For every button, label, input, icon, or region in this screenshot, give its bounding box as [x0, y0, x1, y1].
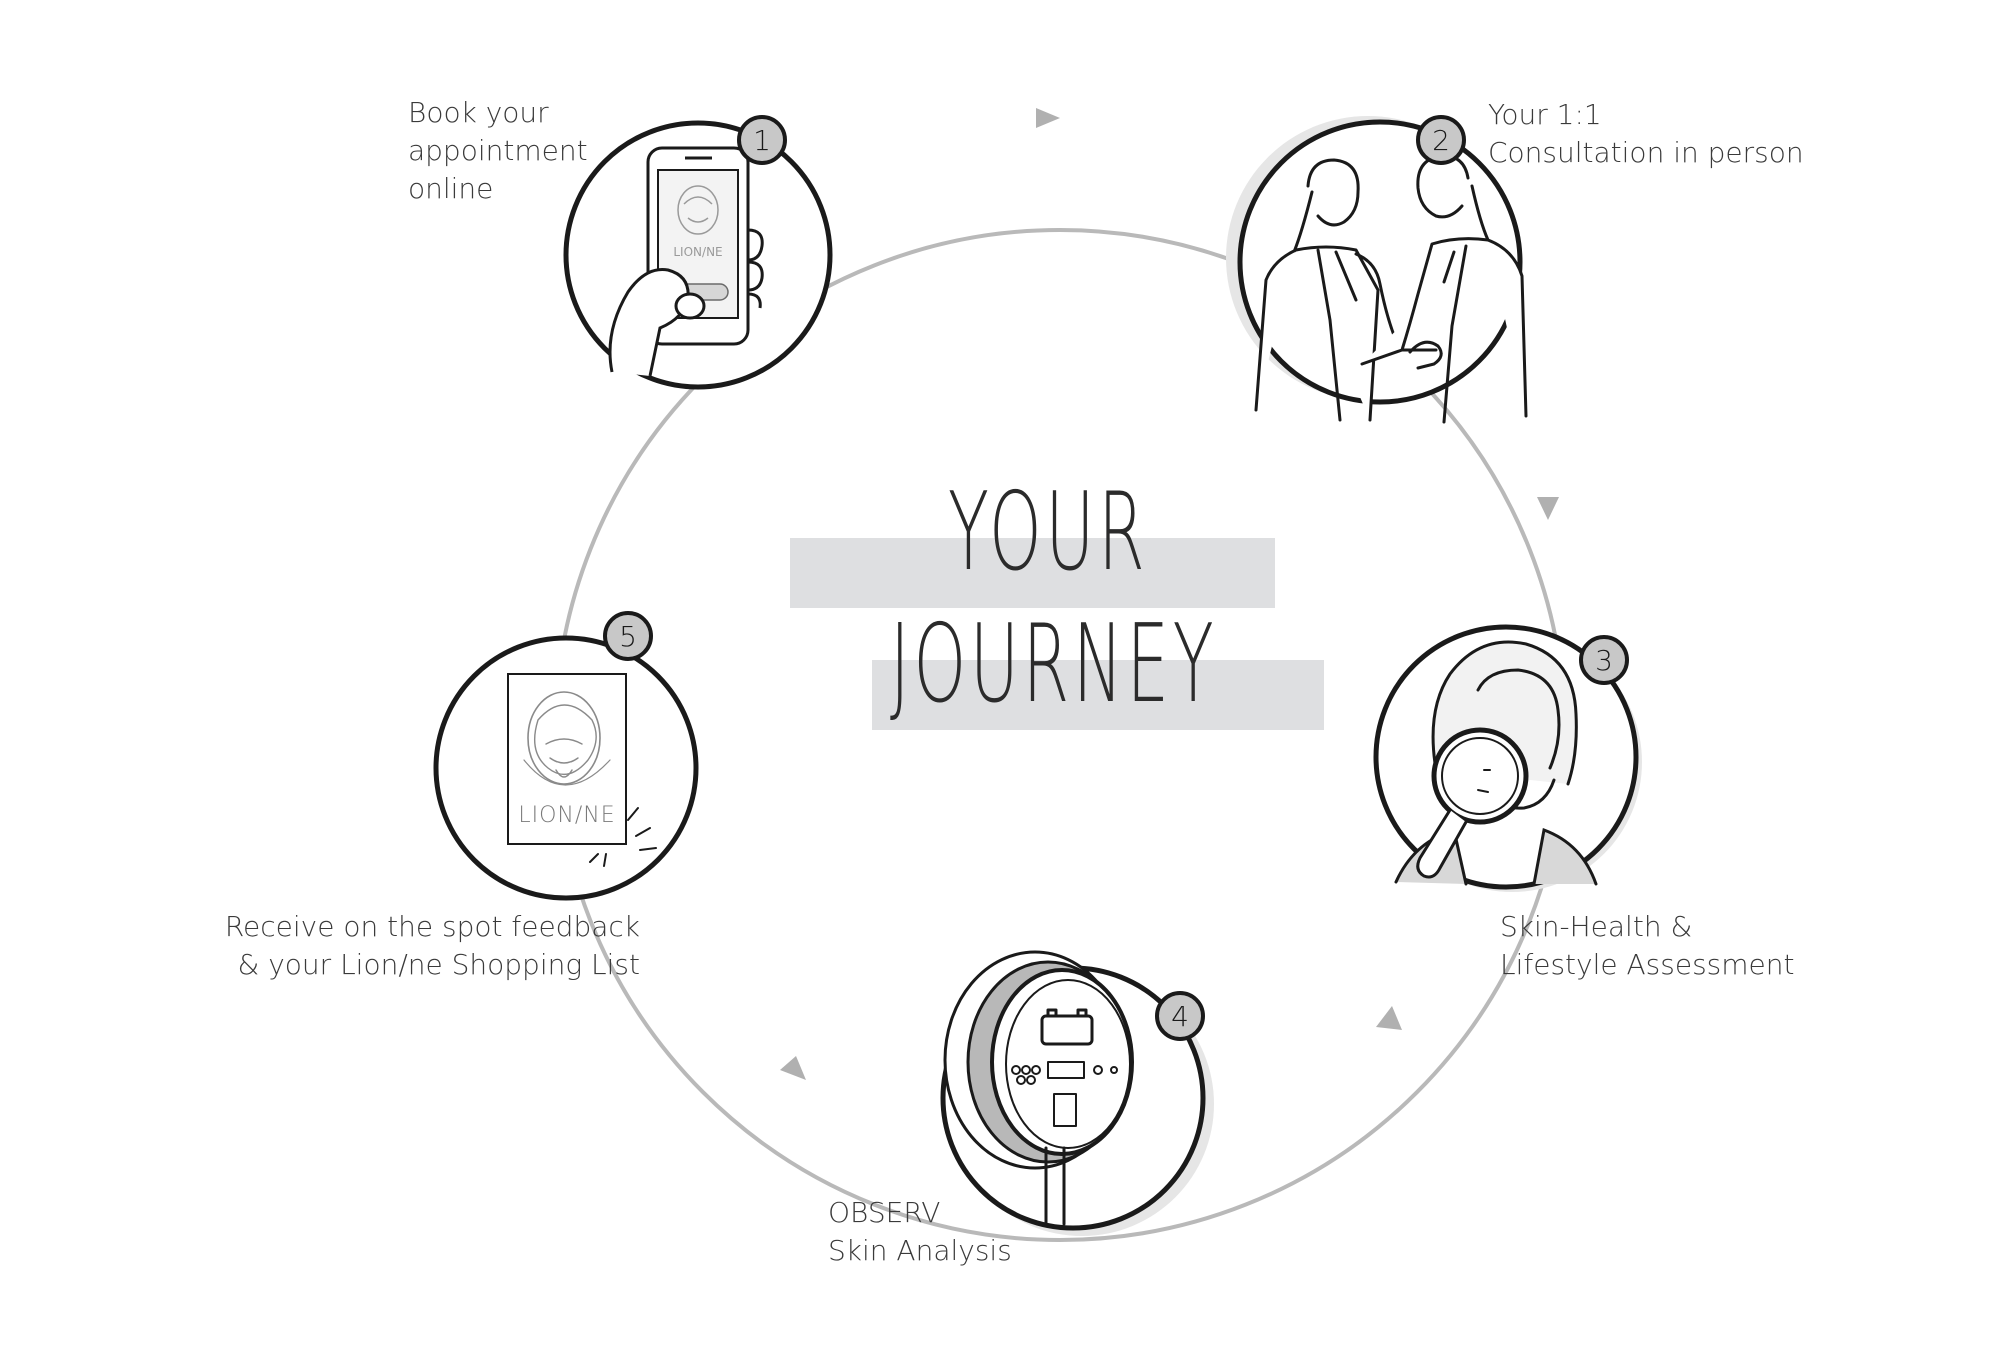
- magnifying-glass-icon: [1394, 640, 1598, 886]
- step-2-caption-line: Your 1:1: [1488, 98, 1602, 131]
- step-4-badge: [1155, 991, 1205, 1041]
- arrow-icon: [1537, 497, 1559, 520]
- step-3-caption: Skin-Health & Lifestyle Assessment: [1500, 908, 1794, 984]
- step-3-caption-line: Skin-Health &: [1500, 910, 1693, 943]
- step-5-badge: [603, 611, 653, 661]
- arrow-icon: [1376, 1006, 1402, 1030]
- step-2-number: 2: [1432, 124, 1450, 157]
- step-2-caption: Your 1:1 Consultation in person: [1488, 96, 1804, 172]
- arrow-icon: [1036, 108, 1060, 128]
- phone-booking-icon: LION/NE: [608, 146, 764, 377]
- card-logo-text: LION/NE: [518, 803, 615, 828]
- step-1-badge: [737, 115, 787, 165]
- shopping-list-card-icon: LION/NE: [507, 673, 657, 867]
- step-4-number: 4: [1171, 1000, 1189, 1033]
- step-3-illustration: [1373, 624, 1642, 892]
- skin-analysis-device-icon: [943, 950, 1134, 1226]
- step-1-illustration: LION/NE: [563, 115, 833, 390]
- step-5-illustration: LION/NE: [433, 611, 699, 901]
- step-5-caption-line: Receive on the spot feedback: [224, 910, 640, 943]
- step-4-illustration: [940, 950, 1214, 1236]
- step-4-caption-line: OBSERV: [828, 1196, 941, 1229]
- step-3-number: 3: [1595, 644, 1613, 677]
- step-2-badge: [1416, 115, 1466, 165]
- title-line-journey: JOURNEY: [890, 602, 1218, 727]
- handshake-icon: [1254, 154, 1528, 424]
- step-2-caption-line: Consultation in person: [1488, 136, 1804, 169]
- title-band-top: [790, 538, 1275, 608]
- title-line-your: YOUR: [948, 470, 1149, 595]
- title-band-bottom: [872, 660, 1324, 730]
- step-4-caption-line: Skin Analysis: [828, 1234, 1012, 1267]
- step-2-illustration: [1226, 115, 1528, 424]
- phone-logo-text: LION/NE: [673, 245, 722, 259]
- step-1-caption-line: online: [408, 172, 494, 205]
- step-1-caption-line: appointment: [408, 134, 588, 167]
- step-5-number: 5: [619, 620, 637, 653]
- step-1-number: 1: [753, 124, 771, 157]
- step-5-caption: Receive on the spot feedback & your Lion…: [225, 908, 640, 984]
- step-1-caption: Book your appointment online: [408, 94, 588, 208]
- step-3-badge: [1579, 635, 1629, 685]
- step-3-caption-line: Lifestyle Assessment: [1500, 948, 1795, 981]
- arrow-icon: [780, 1056, 806, 1080]
- step-1-caption-line: Book your: [408, 96, 549, 129]
- step-5-caption-line: & your Lion/ne Shopping List: [237, 948, 640, 981]
- step-4-caption: OBSERV Skin Analysis: [828, 1194, 1012, 1270]
